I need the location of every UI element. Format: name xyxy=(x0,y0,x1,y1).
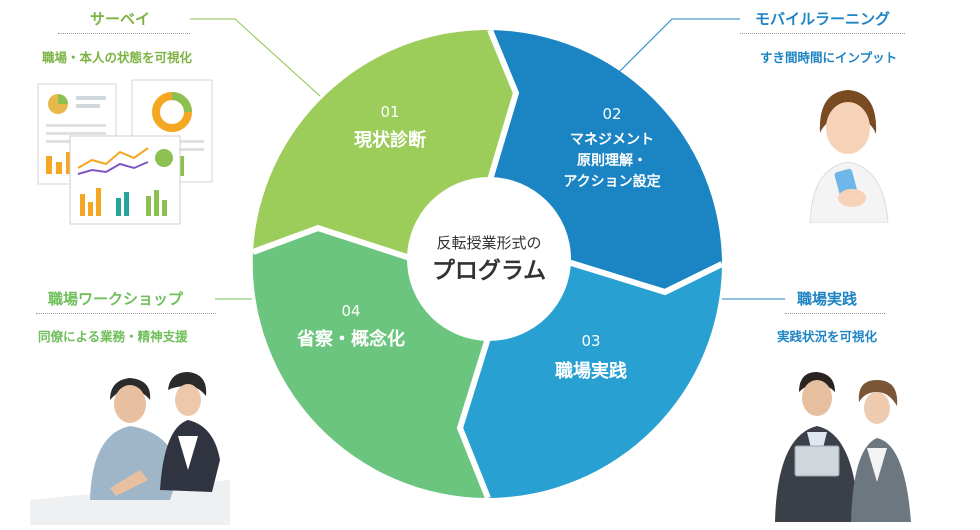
segment-03-arc xyxy=(460,262,722,498)
practice-subtitle: 実践状況を可視化 xyxy=(777,329,878,344)
workshop-photo xyxy=(30,372,230,525)
segment-02-label-line3: アクション設定 xyxy=(563,173,660,190)
leader-survey xyxy=(190,18,321,97)
survey-title: サーベイ xyxy=(90,10,151,28)
survey-report-illustration xyxy=(37,79,213,225)
segment-02-label-line1: マネジメント xyxy=(570,132,654,148)
practice-divider xyxy=(785,313,885,314)
segment-02-number: 02 xyxy=(602,105,621,123)
segment-01-number: 01 xyxy=(380,103,399,121)
leader-mobile xyxy=(595,18,740,96)
segment-03-label: 職場実践 xyxy=(555,360,627,382)
segment-02-label-line2: 原則理解・ xyxy=(577,152,647,169)
segment-01-arc xyxy=(253,29,516,259)
mobile-subtitle: すき間時間にインプット xyxy=(760,50,898,65)
workshop-title: 職場ワークショップ xyxy=(48,290,184,308)
survey-subtitle: 職場・本人の状態を可視化 xyxy=(42,50,193,65)
segment-04-number: 04 xyxy=(341,302,360,320)
center-text-top: 反転授業形式の xyxy=(436,234,541,252)
mobile-title: モバイルラーニング xyxy=(755,10,891,28)
workshop-divider xyxy=(36,313,216,314)
segment-04-label: 省察・概念化 xyxy=(296,328,405,350)
practice-title: 職場実践 xyxy=(797,290,858,308)
center-circle xyxy=(407,177,571,341)
practice-photo xyxy=(775,372,911,522)
segment-03-number: 03 xyxy=(581,332,600,350)
workshop-subtitle: 同僚による業務・精神支援 xyxy=(38,329,188,344)
segment-04-arc xyxy=(252,228,488,499)
survey-divider xyxy=(58,33,190,34)
segment-02-arc xyxy=(490,30,722,292)
center-text-main: プログラム xyxy=(432,257,546,284)
mobile-learning-photo xyxy=(809,90,889,223)
segment-01-label: 現状診断 xyxy=(354,129,426,151)
mobile-divider xyxy=(740,33,905,34)
